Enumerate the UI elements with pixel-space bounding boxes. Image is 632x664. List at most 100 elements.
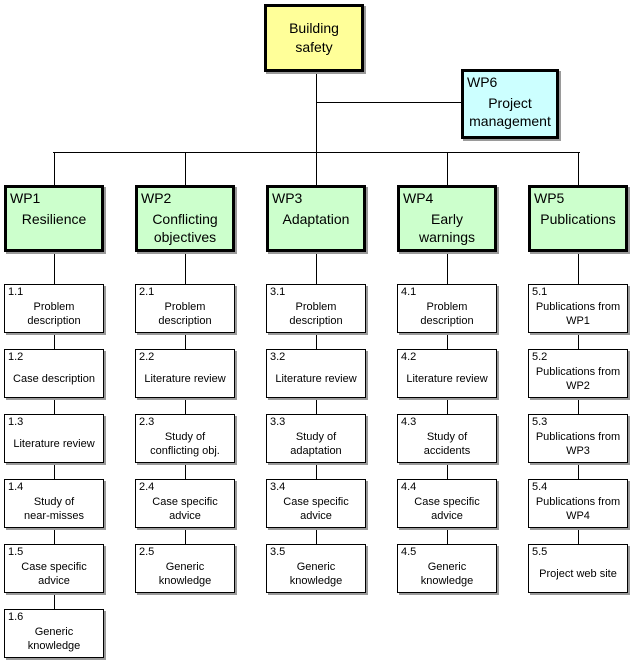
wp6-code: WP6 [467,74,498,90]
task-number: 5.4 [532,481,548,493]
task-label: Case specific advice [283,495,349,522]
wp5-code: WP5 [534,190,565,206]
task-label: Case description [13,372,95,385]
task-label: Problem description [27,300,81,327]
connector-root-to-bus [316,72,317,152]
task-number: 3.3 [270,416,286,428]
task-number: 5.2 [532,351,548,363]
connector-bus-to-wp5 [577,152,579,185]
task-label: Publications from WP4 [535,495,621,522]
task-label: Study of near-misses [24,495,84,522]
task-label: Literature review [13,437,95,450]
wp2-code: WP2 [141,190,172,206]
task-label: Study of adaptation [290,430,342,457]
wp3-code: WP3 [272,190,303,206]
wp1-code: WP1 [10,190,41,206]
task-number: 2.1 [139,286,155,298]
task-label: Generic knowledge [289,560,343,587]
task-number: 1.2 [8,351,24,363]
task-label: Study of accidents [423,430,471,457]
task-label: Generic knowledge [158,560,212,587]
wp1-title: Resilience [21,211,87,227]
task-number: 3.1 [270,286,286,298]
wp5-title: Publications [540,211,616,227]
task-number: 3.5 [270,546,286,558]
task-number: 4.2 [401,351,417,363]
wp3-title: Adaptation [282,211,350,227]
task-number: 5.1 [532,286,548,298]
task-label: Problem description [289,300,343,327]
task-number: 5.3 [532,416,548,428]
connector-bus-to-wp2 [184,152,186,185]
task-label: Generic knowledge [420,560,474,587]
task-number: 1.3 [8,416,24,428]
task-label: Case specific advice [414,495,480,522]
task-label: Problem description [158,300,212,327]
wp4-code: WP4 [403,190,434,206]
task-label: Study of conflicting obj. [150,430,220,457]
wp2-title: Conflicting objectives [152,211,218,245]
task-number: 2.4 [139,481,155,493]
connector-bus-to-wp1 [53,152,55,185]
task-number: 1.1 [8,286,24,298]
task-number: 4.1 [401,286,417,298]
task-label: Problem description [420,300,474,327]
task-label: Publications from WP2 [535,365,621,392]
task-label: Publications from WP1 [535,300,621,327]
task-label: Publications from WP3 [535,430,621,457]
task-number: 1.4 [8,481,24,493]
task-label: Generic knowledge [27,625,81,652]
building-safety-box: Building safety [264,4,364,72]
task-label: Literature review [406,372,488,385]
task-label: Project web site [539,567,617,580]
wp4-title: Early warnings [418,211,476,245]
task-number: 1.5 [8,546,24,558]
task-number: 4.4 [401,481,417,493]
task-number: 5.5 [532,546,548,558]
wp6-title: Project management [469,95,551,129]
task-label: Literature review [144,372,226,385]
task-label: Case specific advice [152,495,218,522]
task-number: 2.5 [139,546,155,558]
task-number: 2.2 [139,351,155,363]
connector-to-management [316,102,461,103]
building-safety-label: Building safety [289,20,339,55]
task-label: Case specific advice [21,560,87,587]
task-number: 4.3 [401,416,417,428]
task-number: 3.2 [270,351,286,363]
task-number: 4.5 [401,546,417,558]
connector-bus-to-wp4 [446,152,448,185]
task-number: 2.3 [139,416,155,428]
task-number: 1.6 [8,611,24,623]
